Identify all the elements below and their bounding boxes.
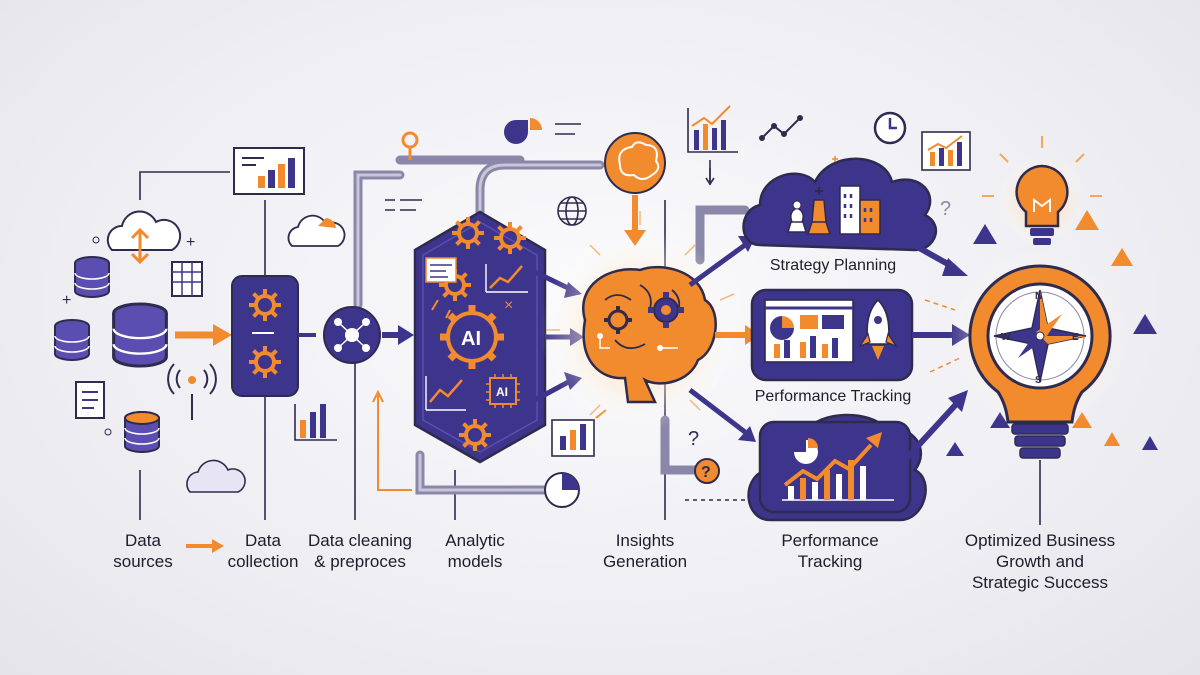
performance-tracking-panel-label: Performance Tracking xyxy=(754,388,912,405)
svg-text:?: ? xyxy=(940,198,951,220)
question-icon: ? xyxy=(694,458,720,484)
ai-chip-label: AI xyxy=(496,385,508,399)
database-icon xyxy=(54,319,90,361)
cloud-icon xyxy=(287,214,346,247)
pie-chart-icon xyxy=(544,472,580,508)
data-sources-cluster: + + xyxy=(54,210,246,493)
svg-text:+: + xyxy=(186,234,195,251)
performance-tracking-panel xyxy=(750,288,914,382)
analytic-models-block: × xyxy=(413,210,547,464)
svg-text:?: ? xyxy=(701,464,711,481)
brain-icon xyxy=(540,211,740,430)
svg-text:S: S xyxy=(1035,375,1042,386)
compass-icon: N S W E xyxy=(948,246,1132,459)
pie-chart-icon xyxy=(504,118,581,144)
svg-text:?: ? xyxy=(688,428,699,450)
strategy-planning-panel xyxy=(742,156,937,252)
data-cleaning-hub xyxy=(287,131,422,441)
database-icon xyxy=(74,256,110,298)
ai-badge: AI xyxy=(461,328,481,350)
growth-chart-panel xyxy=(747,413,927,522)
cloud-icon xyxy=(186,459,246,493)
svg-text:N: N xyxy=(1035,291,1042,302)
data-collection-block xyxy=(231,147,305,397)
cloud-icon xyxy=(106,210,182,251)
svg-text:W: W xyxy=(1001,332,1011,343)
database-icon xyxy=(112,302,168,368)
lightbulb-icon xyxy=(982,136,1102,246)
rocket-icon xyxy=(858,298,898,360)
clock-icon xyxy=(873,111,907,145)
svg-text:E: E xyxy=(1072,332,1079,343)
brain-icon xyxy=(604,132,666,246)
stage-label-data-cleaning: Data cleaning& preproces xyxy=(308,531,412,571)
globe-icon xyxy=(557,196,587,226)
svg-text:×: × xyxy=(504,297,513,314)
svg-text:+: + xyxy=(62,292,71,309)
chess-icon xyxy=(786,187,832,235)
strategy-planning-label: Strategy Planning xyxy=(769,257,897,274)
